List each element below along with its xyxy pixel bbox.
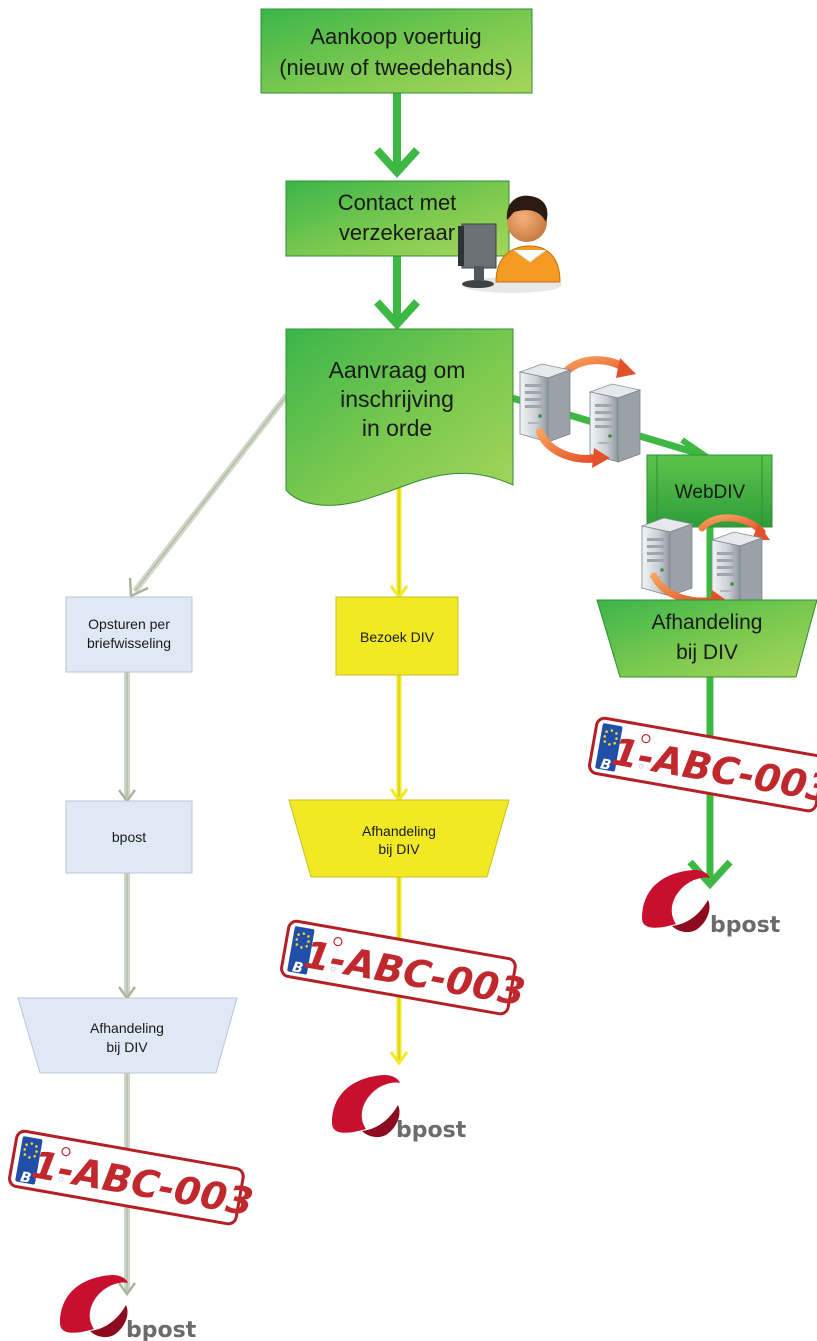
node-request-line1: Aanvraag om [329,357,466,383]
node-bpost: bpost [65,800,193,874]
node-request-line2: inschrijving [340,386,454,412]
node-mail-line2: briefwisseling [87,635,171,651]
bpost-logo-mail: bpost [60,1275,197,1341]
node-purchase: Aankoop voertuig (nieuw of tweedehands) [260,8,533,94]
node-visit-processing-line2: bij DIV [378,841,420,857]
node-request: Aanvraag om inschrijving in orde [285,328,514,506]
licence-plate-visit: B 1-ABC-003 [278,918,529,1017]
node-mail-processing-line1: Afhandeling [90,1020,164,1036]
node-web-processing-line2: bij DIV [676,641,738,664]
server-sync-icon-webdiv [641,514,770,611]
bpost-logo-text: bpost [710,913,781,938]
licence-plate-web: B 1-ABC-003 [586,715,817,814]
node-bpost-label: bpost [112,829,146,845]
bpost-logo-web: bpost [642,870,781,938]
server-sync-icon [519,356,641,468]
arrow-purchase-to-insurer [374,93,420,178]
arrow-request-to-mail [128,393,290,598]
node-web-processing-line1: Afhandeling [652,611,763,634]
node-purchase-line2: (nieuw of tweedehands) [279,55,513,80]
node-mail-processing-line2: bij DIV [106,1039,148,1055]
node-purchase-line1: Aankoop voertuig [310,24,481,49]
node-mail: Opsturen per briefwisseling [65,596,193,673]
node-visit-processing-line1: Afhandeling [362,823,436,839]
bpost-logo-text: bpost [396,1118,467,1143]
arrow-request-to-visit [389,485,409,600]
arrow-mail-to-bpost [117,672,137,804]
node-visit-label: Bezoek DIV [360,629,435,645]
plate-country: B [599,756,612,774]
node-request-line3: in orde [362,415,432,441]
node-mail-line1: Opsturen per [88,616,170,632]
node-web-processing: Afhandeling bij DIV [596,599,817,678]
arrow-insurer-to-request [374,255,420,330]
node-webdiv-label: WebDIV [675,482,746,503]
bpost-logo-visit: bpost [332,1075,467,1143]
person-at-computer-icon [458,195,562,293]
node-visit: Bezoek DIV [335,596,459,676]
arrow-visit-to-processing [389,675,409,803]
node-webdiv: WebDIV [646,454,773,528]
plate-country: B [291,959,304,977]
licence-plate-mail: B 1-ABC-003 [6,1128,257,1227]
plate-country: B [19,1169,32,1187]
node-mail-processing: Afhandeling bij DIV [17,997,238,1074]
node-insurer-line1: Contact met [338,190,457,215]
bpost-logo-text: bpost [126,1318,197,1341]
node-insurer-line2: verzekeraar [339,220,455,245]
arrow-bpost-to-processing [117,873,137,1001]
node-visit-processing: Afhandeling bij DIV [288,799,510,878]
